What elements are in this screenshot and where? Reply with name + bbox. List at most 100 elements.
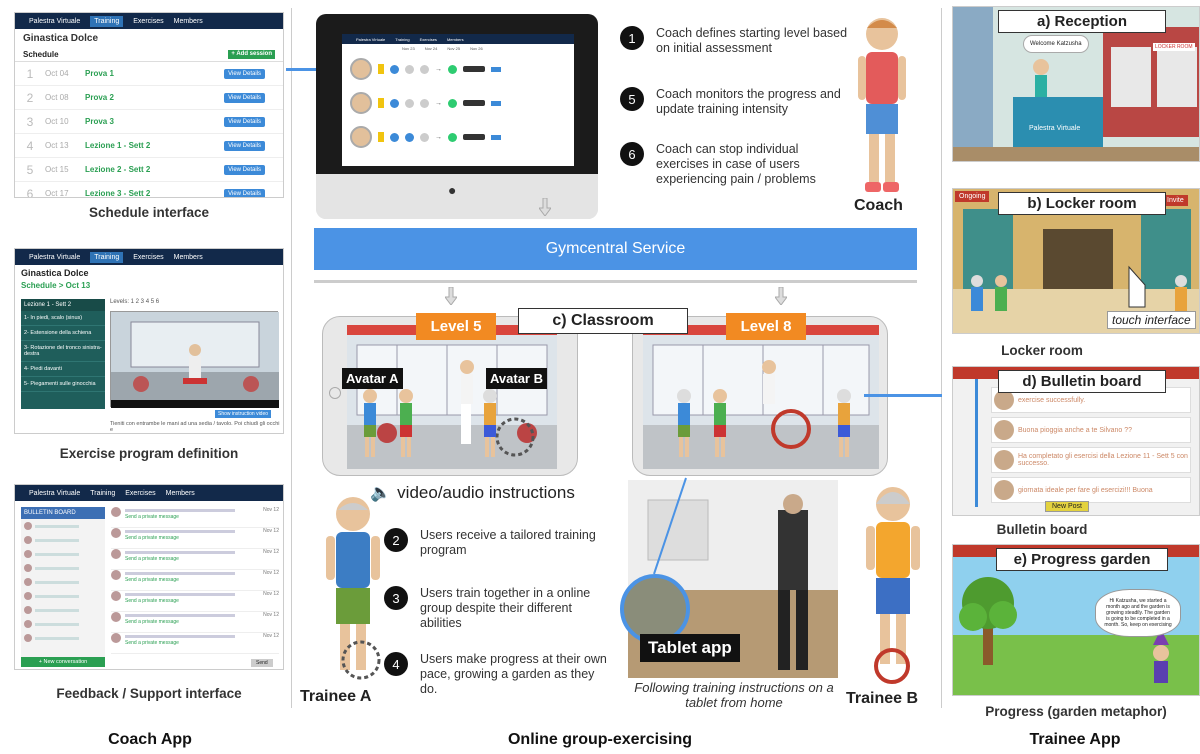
conversation-item[interactable]	[21, 533, 105, 547]
row-session-name[interactable]: Prova 2	[85, 93, 114, 102]
conversation-item[interactable]	[21, 519, 105, 533]
bulletin-post[interactable]: Ha completato gli esercisi della Lezione…	[991, 447, 1191, 473]
avatar	[111, 633, 121, 643]
nav-exercises[interactable]: Exercises	[419, 36, 437, 42]
nav-exercises[interactable]: Exercises	[133, 253, 164, 261]
new-conversation-button[interactable]: + New conversation	[21, 657, 105, 667]
bulletin-post[interactable]: giornata ideale per fare gli esercizi!!!…	[991, 477, 1191, 503]
step-text: Coach defines starting level based on in…	[656, 26, 848, 55]
new-post-button[interactable]: New Post	[1045, 501, 1089, 512]
trainee-status-row[interactable]: →	[350, 58, 501, 80]
right-divider	[941, 8, 942, 708]
conversation-item[interactable]	[21, 561, 105, 575]
progress-dot	[390, 64, 399, 74]
trainee-status-row[interactable]: →	[350, 126, 501, 148]
ongoing-badge[interactable]: Ongoing	[955, 191, 990, 202]
stop-button[interactable]	[491, 134, 501, 140]
row-session-name[interactable]: Lezione 1 - Sett 2	[85, 141, 151, 150]
locker-caption: Locker room	[1001, 343, 1083, 358]
progress-dot	[420, 98, 429, 108]
row-session-name[interactable]: Lezione 3 - Sett 2	[85, 189, 151, 198]
nav-training[interactable]: Training	[90, 251, 124, 263]
gymcentral-service: Gymcentral Service	[314, 228, 917, 270]
row-number: 4	[26, 138, 34, 153]
nav-exercises[interactable]: Exercises	[133, 17, 164, 25]
stop-button[interactable]	[491, 66, 501, 72]
pain-indicator	[463, 134, 485, 140]
arrow-down-icon	[775, 287, 787, 305]
exercise-item[interactable]: 1- In piedi, scalo (sinus)	[21, 311, 105, 326]
message-date: Nov 12	[263, 633, 279, 639]
nav-members[interactable]: Members	[446, 36, 464, 42]
message-date: Nov 12	[263, 570, 279, 576]
send-private-message-link[interactable]: Send a private message	[125, 514, 179, 520]
locker-room-sign[interactable]: LOCKER ROOM	[1153, 43, 1195, 51]
left-divider	[291, 8, 292, 708]
bulletin-board-item[interactable]: BULLETIN BOARD	[21, 507, 105, 519]
invite-button[interactable]: Invite	[1163, 195, 1188, 206]
exercise-item[interactable]: 5- Piegamenti sulle ginocchia	[21, 377, 105, 392]
exercise-item[interactable]: 4- Piedi davanti	[21, 362, 105, 377]
exercise-video[interactable]	[110, 311, 279, 408]
exercise-item[interactable]: 3- Rotazione del tronco sinistra-destra	[21, 341, 105, 362]
arrow-right-icon: →	[435, 65, 442, 73]
send-button[interactable]: Send	[251, 659, 273, 667]
send-private-message-link[interactable]: Send a private message	[125, 598, 179, 604]
view-details-button[interactable]: View Details	[224, 164, 265, 175]
locker-title: b) Locker room	[998, 192, 1166, 215]
nav-members[interactable]: Members	[165, 489, 195, 497]
stop-button[interactable]	[491, 100, 501, 106]
connector-line	[286, 68, 326, 71]
step-number: 2	[384, 528, 408, 552]
nav-exercises[interactable]: Exercises	[125, 489, 156, 497]
send-private-message-link[interactable]: Send a private message	[125, 535, 179, 541]
levels-selector[interactable]: Levels: 1 2 3 4 5 6	[110, 299, 160, 305]
nav-training[interactable]: Training	[395, 36, 410, 42]
bulletin-post[interactable]: Buona pioggia anche a te Silvano ??	[991, 417, 1191, 443]
nav-training[interactable]: Training	[90, 489, 116, 497]
avatar	[24, 620, 32, 628]
row-session-name[interactable]: Prova 1	[85, 69, 114, 78]
nav-members[interactable]: Members	[173, 17, 203, 25]
send-private-message-link[interactable]: Send a private message	[125, 577, 179, 583]
conversation-name-bar	[35, 622, 79, 626]
avatar	[994, 450, 1014, 470]
nav-members[interactable]: Members	[173, 253, 203, 261]
conversation-item[interactable]	[21, 575, 105, 589]
conversation-item[interactable]	[21, 631, 105, 645]
avatar	[24, 606, 32, 614]
row-session-name[interactable]: Lezione 2 - Sett 2	[85, 165, 151, 174]
avatar	[111, 570, 121, 580]
conversation-item[interactable]	[21, 603, 105, 617]
exercise-item[interactable]: 2- Estensione della schiena	[21, 326, 105, 341]
send-private-message-link[interactable]: Send a private message	[125, 556, 179, 562]
conversation-item[interactable]	[21, 589, 105, 603]
exercise-navbar: Palestra Virtuale Training Exercises Mem…	[15, 249, 283, 265]
view-details-button[interactable]: View Details	[224, 116, 265, 127]
view-details-button[interactable]: View Details	[224, 68, 265, 79]
view-details-button[interactable]: View Details	[224, 92, 265, 103]
view-details-button[interactable]: View Details	[224, 140, 265, 151]
nav-training[interactable]: Training	[90, 15, 124, 27]
row-session-name[interactable]: Prova 3	[85, 117, 114, 126]
zoom-connector	[653, 477, 687, 575]
step-number: 1	[620, 26, 644, 50]
instruction-video-button[interactable]: Show instruction video	[215, 410, 272, 418]
conversation-item[interactable]	[21, 617, 105, 631]
conversation-item[interactable]	[21, 547, 105, 561]
trainee-avatar	[350, 58, 372, 80]
exercise-sidebar: Lezione 1 - Sett 2 1- In piedi, scalo (s…	[21, 299, 105, 409]
trainee-status-row[interactable]: →	[350, 92, 501, 114]
send-private-message-link[interactable]: Send a private message	[125, 619, 179, 625]
add-session-button[interactable]: + Add session	[228, 50, 275, 59]
view-details-button[interactable]: View Details	[224, 188, 265, 197]
send-private-message-link[interactable]: Send a private message	[125, 640, 179, 646]
